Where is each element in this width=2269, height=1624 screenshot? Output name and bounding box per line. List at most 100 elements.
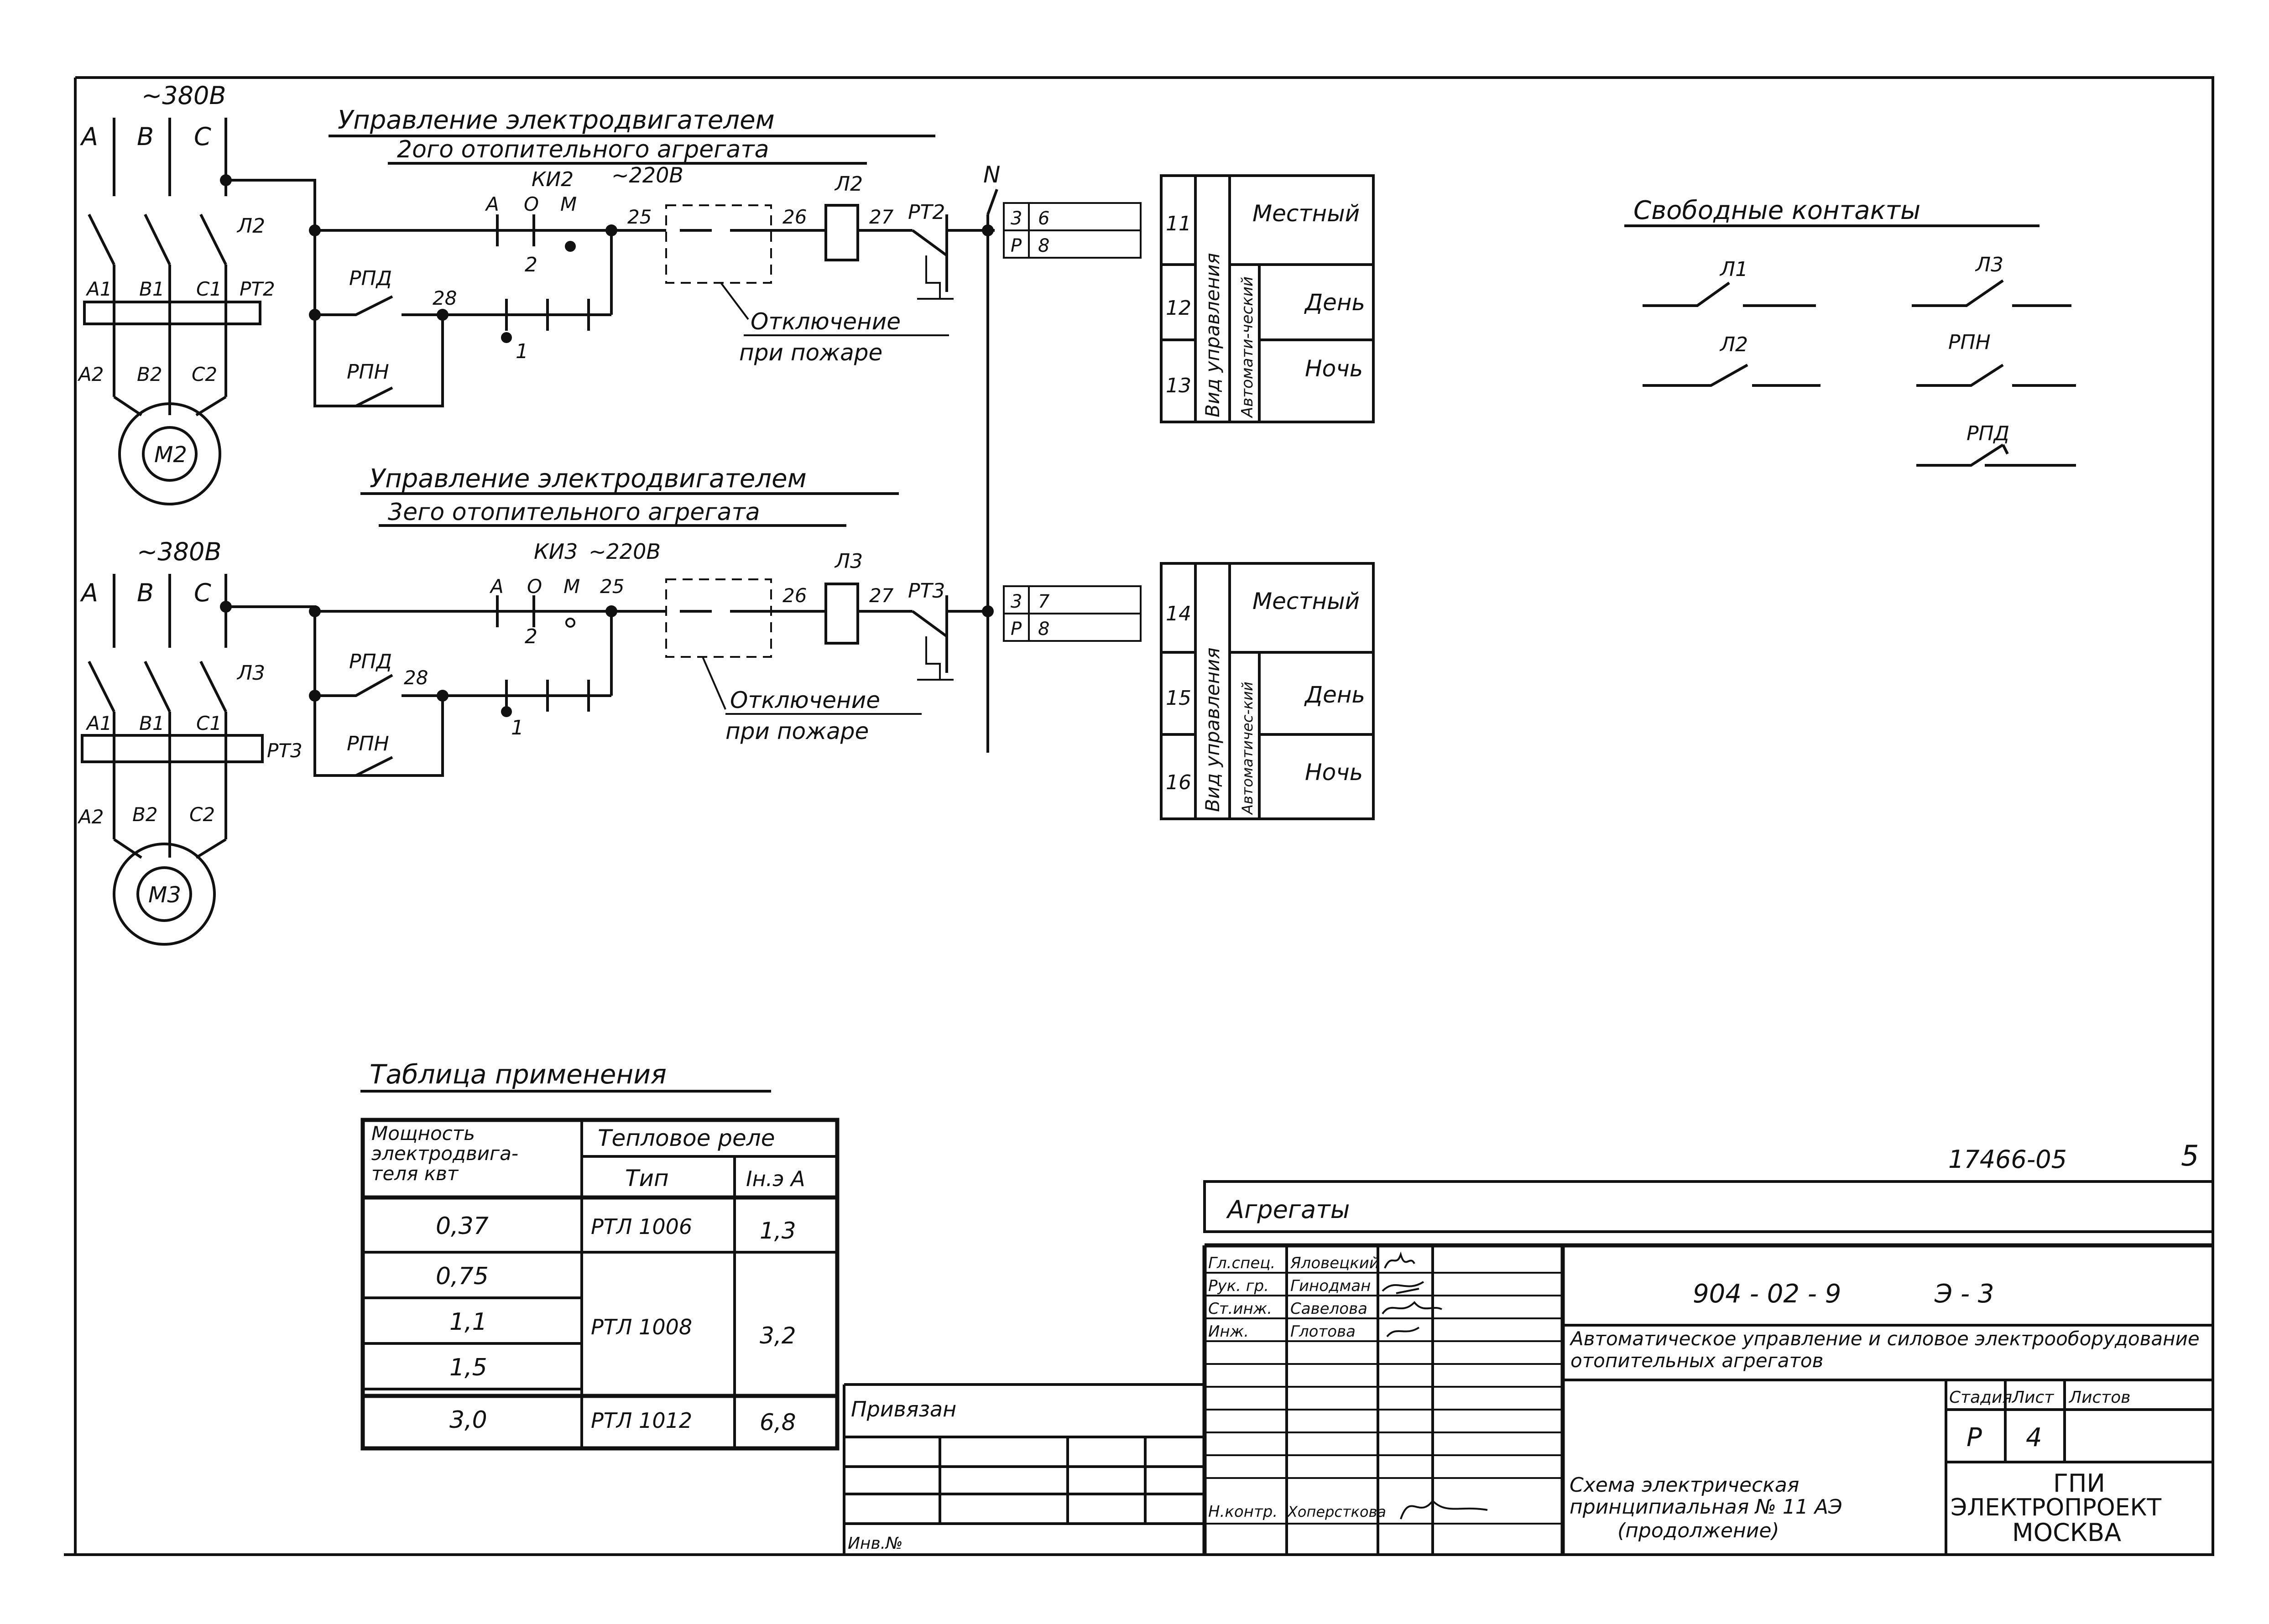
c2-wire-27: 27 <box>869 206 894 228</box>
free-contact-rpn <box>1916 364 2076 387</box>
c3-motor-label: М3 <box>148 882 181 908</box>
c2-contact-c <box>199 213 227 265</box>
mode-table-2-row-15: 15 <box>1166 687 1191 710</box>
c2-title-line2: 2ого отопительного агрегата <box>397 136 769 163</box>
c3-voltage-ctrl: ~220В <box>589 539 661 564</box>
c3-terminal-c2: С2 <box>189 803 215 826</box>
circuit2-phase-b: В <box>137 122 154 151</box>
application-table-frame <box>360 1118 840 1451</box>
c2-control-feed <box>226 179 411 407</box>
c3-rpd-contact <box>315 674 443 697</box>
inv-label: Инв.№ <box>848 1534 903 1553</box>
c3-fire-label-2: при пожаре <box>725 718 869 744</box>
mode-table-2-group: Вид управления <box>1201 647 1224 812</box>
c2-switch-pos-a: А <box>485 193 499 215</box>
c3-rpd-label: РПД <box>349 650 392 673</box>
tb-org-line3: МОСКВА <box>2012 1518 2121 1547</box>
mode-table-1-local: Местный <box>1252 200 1360 227</box>
tb-stage: Р <box>1966 1423 1982 1452</box>
tb-name-5: Хоперсткова <box>1287 1503 1386 1520</box>
tb-sheet-code: Э - 3 <box>1934 1279 1994 1309</box>
c2-motor-inner <box>142 426 198 482</box>
c3-wire-27: 27 <box>869 584 894 607</box>
mode-table-1-row-12: 12 <box>1166 297 1191 320</box>
mode-table-2: 14 15 16 Вид управления Автоматичес-кий … <box>1160 562 1375 820</box>
c2-fire-box <box>665 204 772 284</box>
c2-title-line1: Управление электродвигателем <box>338 105 775 135</box>
free-contacts-title: Свободные контакты <box>1633 196 1920 225</box>
c3-wire-26: 26 <box>782 584 807 607</box>
c3-contact-a <box>88 661 115 713</box>
free-contact-l1-label: Л1 <box>1719 258 1748 281</box>
c2-voltage-ctrl: ~220В <box>611 163 683 187</box>
c2-thermal-block <box>83 301 261 325</box>
c3-terminal-c1: С1 <box>196 712 222 734</box>
circuit2-voltage-main: ~380В <box>141 81 226 110</box>
application-table: Таблица применения Мощность электродвига… <box>360 1059 840 1451</box>
tb-role-3: Ст.инж. <box>1208 1300 1272 1318</box>
c3-fire-leader <box>702 656 726 710</box>
circuit-2: ~380В А В С Л2 А1 В1 С1 РТ2 А2 В2 С2 М2 … <box>77 81 1142 505</box>
tb-scheme-line1: Схема электрическая <box>1570 1473 1799 1497</box>
c3-coil <box>824 583 859 645</box>
c2-fire-label-1: Отключение <box>751 308 901 335</box>
c3-coil-label: Л3 <box>834 550 863 573</box>
tb-name-3: Савелова <box>1290 1300 1367 1318</box>
c2-terminal-a2: А2 <box>77 363 104 385</box>
sheet-frame <box>64 76 2214 1556</box>
c2-motor-outer <box>118 402 221 505</box>
c2-switch-pos-o: О <box>524 193 539 215</box>
tb-sheets-header: Листов <box>2068 1388 2130 1407</box>
app-power-1: 0,37 <box>436 1213 489 1240</box>
app-power-4: 1,5 <box>449 1354 487 1381</box>
c2-fire-label-2: при пожаре <box>739 339 882 366</box>
app-header-type: Тип <box>625 1165 669 1192</box>
c3-rpn-contact <box>355 756 393 777</box>
c2-conn-r1-c1: 3 <box>1011 208 1022 229</box>
c3-wire-28: 28 <box>404 666 428 689</box>
c3-thermal-actuator <box>917 636 954 681</box>
tb-scheme-line2: принципиальная № 11 АЭ <box>1570 1495 1842 1519</box>
c2-terminal-b1: В1 <box>139 278 165 300</box>
mode-table-1-sub: Автомати-ческий <box>1238 276 1257 418</box>
c2-switch-label: КИ2 <box>532 168 574 191</box>
c3-switch-dot-m <box>565 618 575 628</box>
c2-motor-label: М2 <box>154 442 187 468</box>
c2-contactor-label: Л2 <box>236 214 265 238</box>
tb-sheet: 4 <box>2026 1423 2042 1452</box>
app-type-3: РТЛ 1012 <box>591 1408 692 1433</box>
neutral-arrow <box>986 188 998 215</box>
app-current-1: 1,3 <box>760 1218 796 1244</box>
c3-thermal-label: РТ3 <box>267 739 303 762</box>
c3-thermal-block <box>81 734 264 763</box>
c2-rpd-label: РПД <box>349 267 392 290</box>
c2-rpn-contact <box>355 386 393 407</box>
free-contact-l3-label: Л3 <box>1975 253 2003 276</box>
tb-role-4: Инж. <box>1208 1322 1249 1341</box>
app-power-3: 1,1 <box>449 1308 487 1336</box>
c3-conn-r2-c2: 8 <box>1038 619 1049 640</box>
tb-signature-1 <box>1384 1251 1415 1269</box>
section-label: Агрегаты <box>1226 1195 1350 1224</box>
c2-junction-1 <box>309 224 321 236</box>
c2-switch-position-2: 2 <box>525 253 537 276</box>
tb-name-1: Яловецкий <box>1290 1254 1379 1272</box>
c3-contact-b <box>144 661 171 713</box>
c2-auto-dot <box>501 332 512 343</box>
circuit-3: ~380В А В С Л3 А1 В1 С1 РТ3 А2 В2 С2 М3 … <box>77 464 1142 946</box>
c3-terminal-b1: В1 <box>139 712 165 734</box>
c3-switch-position-1: 1 <box>511 716 524 739</box>
c2-rpn-return <box>411 315 444 407</box>
application-table-title: Таблица применения <box>370 1059 667 1090</box>
section-box <box>1203 1180 2214 1233</box>
c3-title-line2: 3его отопительного агрегата <box>388 499 760 526</box>
c3-auto-dot <box>501 706 512 717</box>
page-number: 5 <box>2181 1139 2199 1172</box>
doc-number: 17466-05 <box>1948 1145 2067 1174</box>
c2-wire-25: 25 <box>627 206 652 228</box>
c3-rpn-return <box>411 696 444 777</box>
c2-motor-leads <box>113 396 227 416</box>
c3-fire-label-1: Отключение <box>730 687 880 713</box>
